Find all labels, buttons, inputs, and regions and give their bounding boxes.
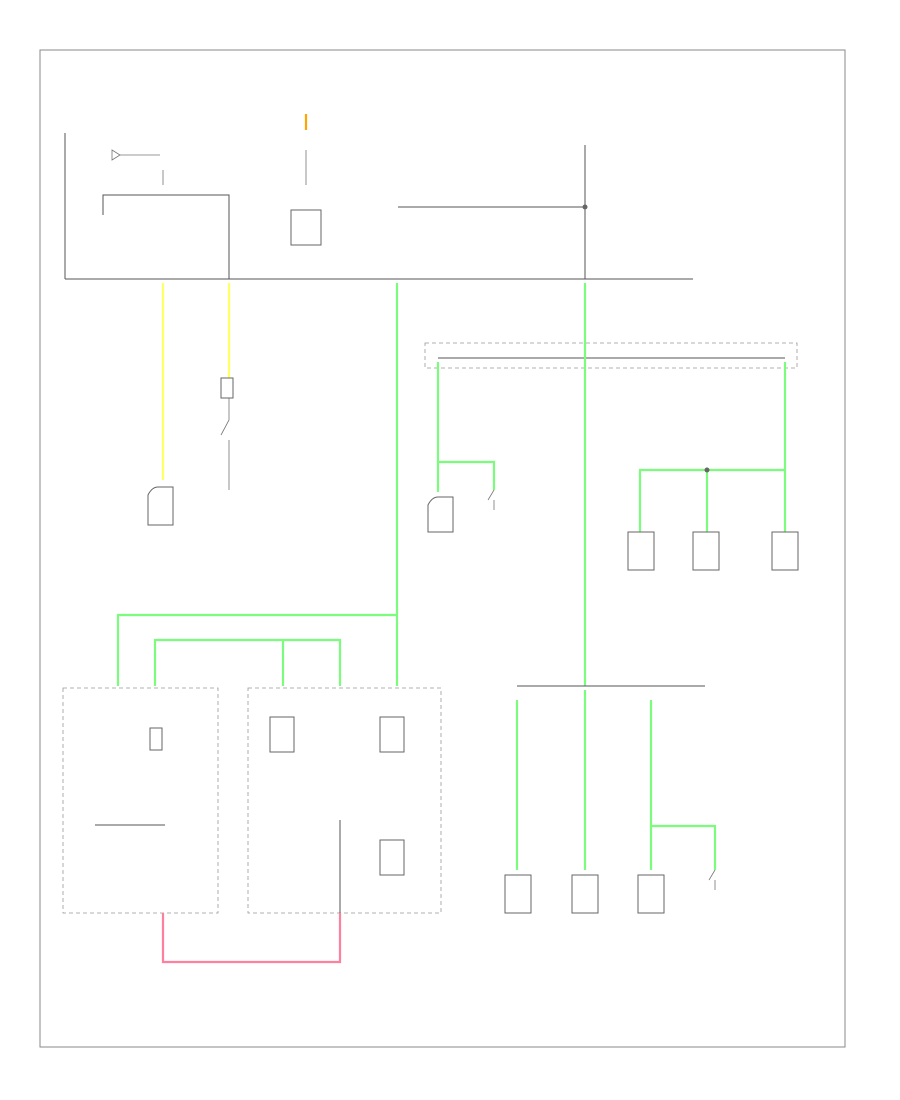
rear-right-component: [637, 874, 665, 914]
wire-fuse-box-top: [102, 194, 230, 279]
splice-box: [424, 342, 798, 369]
pdfb-component-left: [269, 716, 295, 753]
top-right-splice: [582, 204, 588, 210]
mirror-splice: [704, 467, 710, 473]
power-mirror-left: [627, 531, 655, 571]
power-mirror-right: [771, 531, 799, 571]
hood-latch-switch: [147, 486, 174, 526]
green-branch-mirrors: [638, 362, 787, 532]
under-dash-fuse-relay-box: [62, 687, 219, 914]
green-branch-mid: [153, 638, 342, 686]
driver-seat-belt-switch: [427, 496, 454, 533]
rear-far-right-component: [708, 869, 716, 890]
diagram-border: [39, 49, 846, 1048]
power-mirror-center: [692, 531, 720, 571]
passenger-dash-fuse-box: [247, 687, 442, 914]
ground-symbol-top-left: [111, 149, 121, 161]
pink-wire: [161, 913, 342, 964]
rear-left-component: [504, 874, 532, 914]
green-branch-driver-belt: [436, 362, 496, 492]
pdfb-component-right: [379, 716, 405, 753]
front-passenger-seat-belt-switch: [487, 489, 495, 510]
top-center-relay: [290, 209, 322, 246]
green-branch-left: [116, 613, 397, 686]
fuse-box-relay: [149, 727, 163, 751]
key-switch-lead: [220, 398, 230, 490]
green-bottom-right: [649, 700, 717, 870]
key-switch: [220, 377, 234, 399]
rear-center-component: [571, 874, 599, 914]
pdfb-component-bottom: [379, 839, 405, 876]
